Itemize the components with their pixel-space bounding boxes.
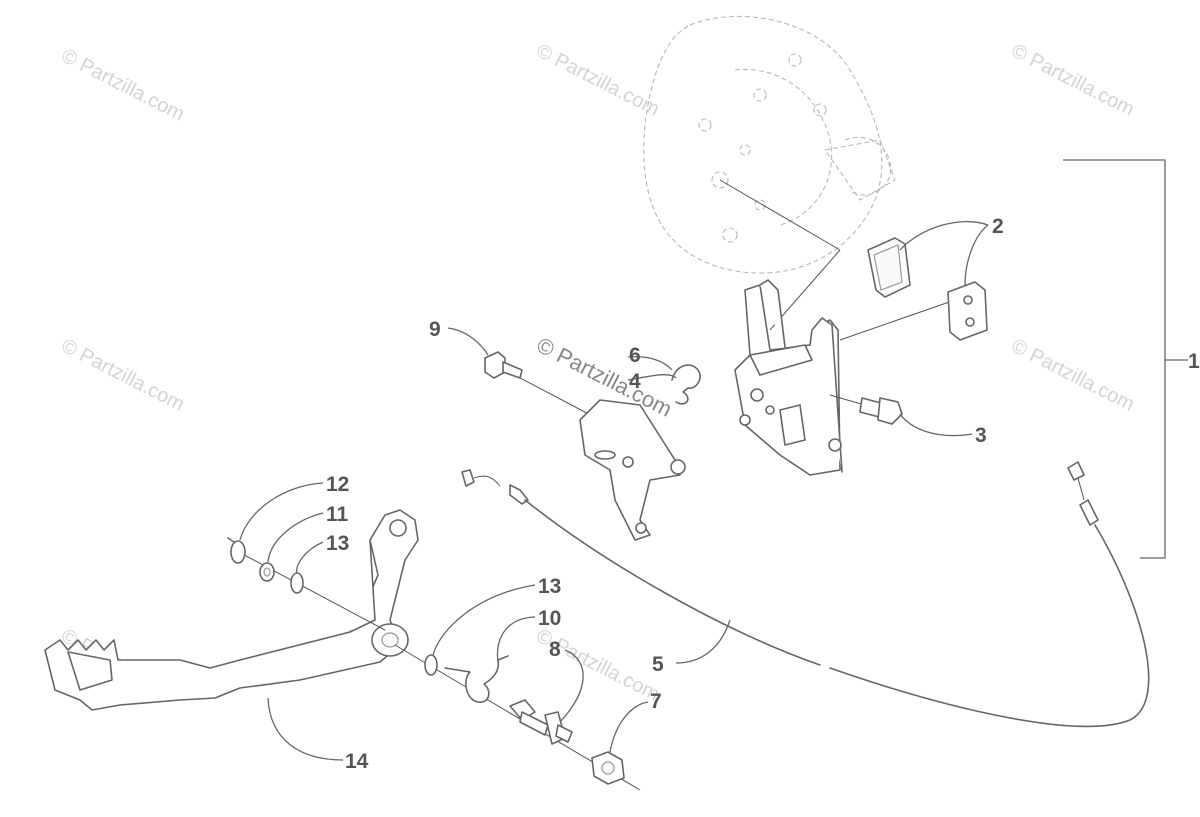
washer	[259, 562, 275, 582]
watermark: © Partzilla.com	[1008, 40, 1138, 121]
callout-14: 14	[345, 750, 369, 773]
callout-9: 9	[429, 318, 441, 341]
watermark: © Partzilla.com	[58, 45, 188, 126]
callout-4: 4	[629, 370, 641, 393]
watermark: © Partzilla.com	[533, 40, 663, 121]
brake-cable	[461, 461, 1150, 728]
callout-10: 10	[538, 607, 561, 630]
return-spring	[444, 655, 509, 703]
caliper-bolt	[829, 394, 903, 425]
e-clip	[227, 537, 246, 564]
bracket	[504, 369, 686, 541]
callout-13-lower: 13	[538, 575, 561, 598]
callout-3: 3	[975, 424, 987, 447]
callout-5: 5	[652, 653, 664, 676]
callout-labels: 1 2 3 4 5 6 7 8 9 10 11 12 13 13 14	[326, 215, 1200, 773]
callout-2: 2	[992, 215, 1004, 238]
callout-11: 11	[326, 503, 349, 526]
hub-outline	[643, 15, 896, 274]
clip	[671, 364, 701, 405]
watermark: © Partzilla.com	[58, 335, 188, 416]
callout-7: 7	[650, 690, 662, 713]
watermark: © Partzilla.com	[1008, 335, 1138, 416]
brake-pad-lower	[947, 281, 988, 341]
watermark: © Partzilla.com	[533, 625, 663, 706]
callout-8: 8	[549, 638, 561, 661]
pedal-axis	[234, 549, 386, 631]
callout-1: 1	[1188, 350, 1200, 373]
brake-pad-upper	[867, 237, 911, 298]
o-ring-lower	[424, 654, 438, 676]
leader-lines	[239, 221, 989, 761]
brake-caliper	[734, 279, 843, 476]
brake-pedal	[44, 509, 419, 711]
callout-13-upper: 13	[326, 532, 349, 555]
o-ring-upper	[290, 572, 304, 594]
assembly-bracket	[1063, 159, 1166, 559]
pivot-bolt	[509, 699, 573, 745]
callout-6: 6	[629, 344, 641, 367]
bracket-bolt	[484, 351, 523, 379]
callout-12: 12	[326, 473, 349, 496]
lock-nut	[591, 751, 625, 785]
